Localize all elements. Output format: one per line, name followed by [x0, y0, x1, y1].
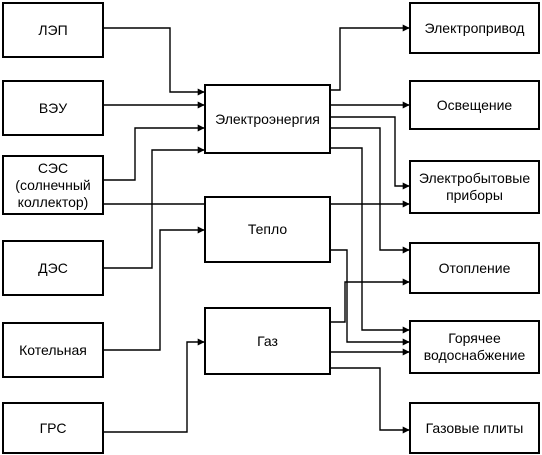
- consumer-heating: Отопление: [409, 242, 540, 294]
- arrow-heat-to-hot-water: [330, 249, 410, 346]
- source-boiler-label: Котельная: [19, 341, 87, 358]
- source-grs: ГРС: [2, 402, 104, 454]
- source-veu-label: ВЭУ: [38, 99, 68, 116]
- consumer-gas-stoves-label: Газовые плиты: [425, 419, 524, 436]
- arrow-gas-to-stoves: [330, 367, 410, 434]
- arrow-electricity-to-heating: [330, 127, 410, 254]
- source-ses: СЭС (солнечный коллектор): [2, 155, 104, 215]
- source-ses-label: СЭС (солнечный коллектор): [15, 159, 91, 210]
- consumer-lighting-label: Освещение: [436, 96, 513, 113]
- consumer-drive: Электропривод: [409, 2, 540, 54]
- consumer-drive-label: Электропривод: [424, 19, 525, 36]
- consumer-gas-stoves: Газовые плиты: [409, 402, 540, 454]
- arrow-gas-to-heating: [330, 278, 410, 323]
- arrow-boiler-to-heat: [103, 226, 205, 351]
- consumer-hot-water: Горячее водоснабжение: [409, 320, 540, 374]
- carrier-gas: Газ: [204, 307, 331, 375]
- arrow-lep-to-electricity: [103, 27, 205, 96]
- carrier-heat: Тепло: [204, 196, 331, 263]
- carrier-electricity: Электроэнергия: [204, 84, 331, 154]
- arrow-electricity-to-hot-water: [330, 147, 410, 334]
- consumer-heating-label: Отопление: [438, 259, 511, 276]
- consumer-appliances: Электробытовые приборы: [409, 160, 540, 214]
- arrow-ses-to-electricity: [103, 124, 205, 181]
- carrier-gas-label: Газ: [257, 332, 278, 349]
- carrier-electricity-label: Электроэнергия: [215, 110, 320, 127]
- arrow-grs-to-gas: [103, 338, 205, 433]
- arrow-des-to-electricity: [103, 146, 205, 269]
- source-grs-label: ГРС: [39, 419, 67, 436]
- source-boiler: Котельная: [2, 322, 104, 378]
- source-lep-label: ЛЭП: [38, 21, 68, 38]
- consumer-appliances-label: Электробытовые приборы: [418, 170, 531, 203]
- source-des: ДЭС: [2, 240, 104, 296]
- consumer-hot-water-label: Горячее водоснабжение: [423, 330, 526, 363]
- source-veu: ВЭУ: [2, 80, 104, 136]
- consumer-lighting: Освещение: [409, 80, 540, 130]
- source-lep: ЛЭП: [2, 2, 104, 58]
- arrow-electricity-to-drive: [330, 24, 410, 91]
- source-des-label: ДЭС: [38, 259, 68, 276]
- carrier-heat-label: Тепло: [247, 221, 288, 237]
- arrow-electricity-to-appliances: [330, 116, 410, 190]
